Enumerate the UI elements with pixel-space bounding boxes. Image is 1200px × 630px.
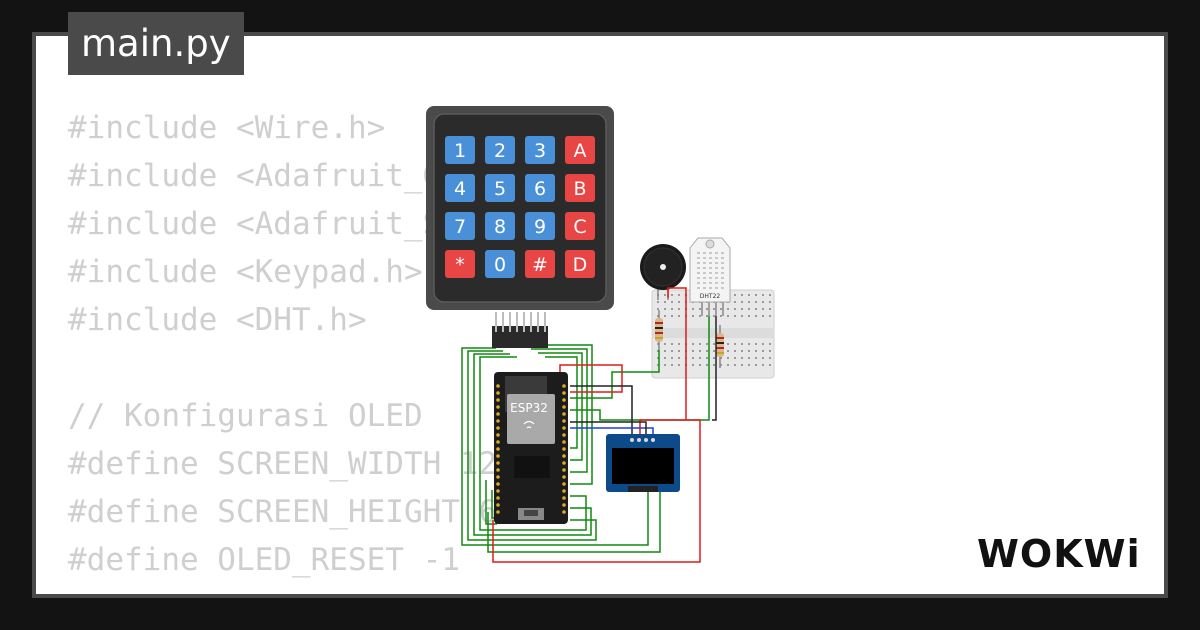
keypad-key-D[interactable]: D (565, 250, 595, 278)
keypad-key-3[interactable]: 3 (525, 136, 555, 164)
code-line: #include <Keypad.h> (68, 254, 423, 290)
keypad-key-6[interactable]: 6 (525, 174, 555, 202)
code-line: #define SCREEN_WIDTH 128 (68, 446, 516, 482)
keypad-key-label: 6 (534, 178, 546, 200)
keypad-key-label: 5 (494, 178, 506, 200)
code-line: #include <DHT.h> (68, 302, 367, 338)
keypad-key-4[interactable]: 4 (445, 174, 475, 202)
esp32-label: ESP32 (510, 401, 548, 415)
keypad-key-*[interactable]: * (445, 250, 475, 278)
keypad-key-label: # (532, 254, 548, 276)
keypad-key-label: 9 (534, 216, 546, 238)
keypad-key-5[interactable]: 5 (485, 174, 515, 202)
esp32-board[interactable]: ESP32 (494, 372, 568, 524)
keypad-key-8[interactable]: 8 (485, 212, 515, 240)
keypad-key-B[interactable]: B (565, 174, 595, 202)
keypad-key-label: * (455, 254, 465, 276)
keypad-key-label: 0 (494, 254, 506, 276)
wokwi-logo: WOKWi (977, 532, 1141, 576)
keypad-key-label: 1 (454, 140, 466, 162)
buzzer (640, 244, 686, 300)
keypad-header (492, 312, 548, 348)
keypad-key-9[interactable]: 9 (525, 212, 555, 240)
dht22-sensor: DHT22 (689, 237, 731, 316)
keypad-key-label: 7 (454, 216, 466, 238)
keypad-key-1[interactable]: 1 (445, 136, 475, 164)
keypad-key-label: D (573, 254, 588, 276)
keypad[interactable]: 1 2 3 A 4 5 6 B 7 8 9 C * 0 # D (426, 106, 614, 310)
code-line: #define OLED_RESET -1 (68, 542, 460, 578)
keypad-key-label: 2 (494, 140, 506, 162)
code-line: #define SCREEN_HEIGHT 64 (68, 494, 516, 530)
resistor-right (716, 325, 724, 368)
keypad-key-7[interactable]: 7 (445, 212, 475, 240)
resistor-left (655, 310, 663, 350)
keypad-key-A[interactable]: A (565, 136, 595, 164)
code-line: // Konfigurasi OLED (68, 398, 423, 434)
keypad-key-label: 3 (534, 140, 546, 162)
keypad-key-0[interactable]: 0 (485, 250, 515, 278)
keypad-key-#[interactable]: # (525, 250, 555, 278)
keypad-key-label: 8 (494, 216, 506, 238)
file-tab[interactable]: main.py (68, 12, 244, 75)
keypad-key-label: B (573, 178, 586, 200)
keypad-key-label: 4 (454, 178, 466, 200)
code-line: #include <Wire.h> (68, 110, 386, 146)
wokwi-logo-text: WOKWi (977, 532, 1141, 576)
dht22-label: DHT22 (700, 293, 721, 300)
keypad-key-label: A (574, 140, 587, 162)
dht22-grille (697, 252, 724, 289)
keypad-key-2[interactable]: 2 (485, 136, 515, 164)
breadboard (651, 289, 775, 379)
oled-display[interactable] (606, 434, 680, 492)
keypad-key-C[interactable]: C (565, 212, 595, 240)
keypad-key-label: C (573, 216, 586, 238)
code-line: Adafruit_SSD1306 display(SCREEN_WIDTH, S… (68, 584, 1164, 594)
